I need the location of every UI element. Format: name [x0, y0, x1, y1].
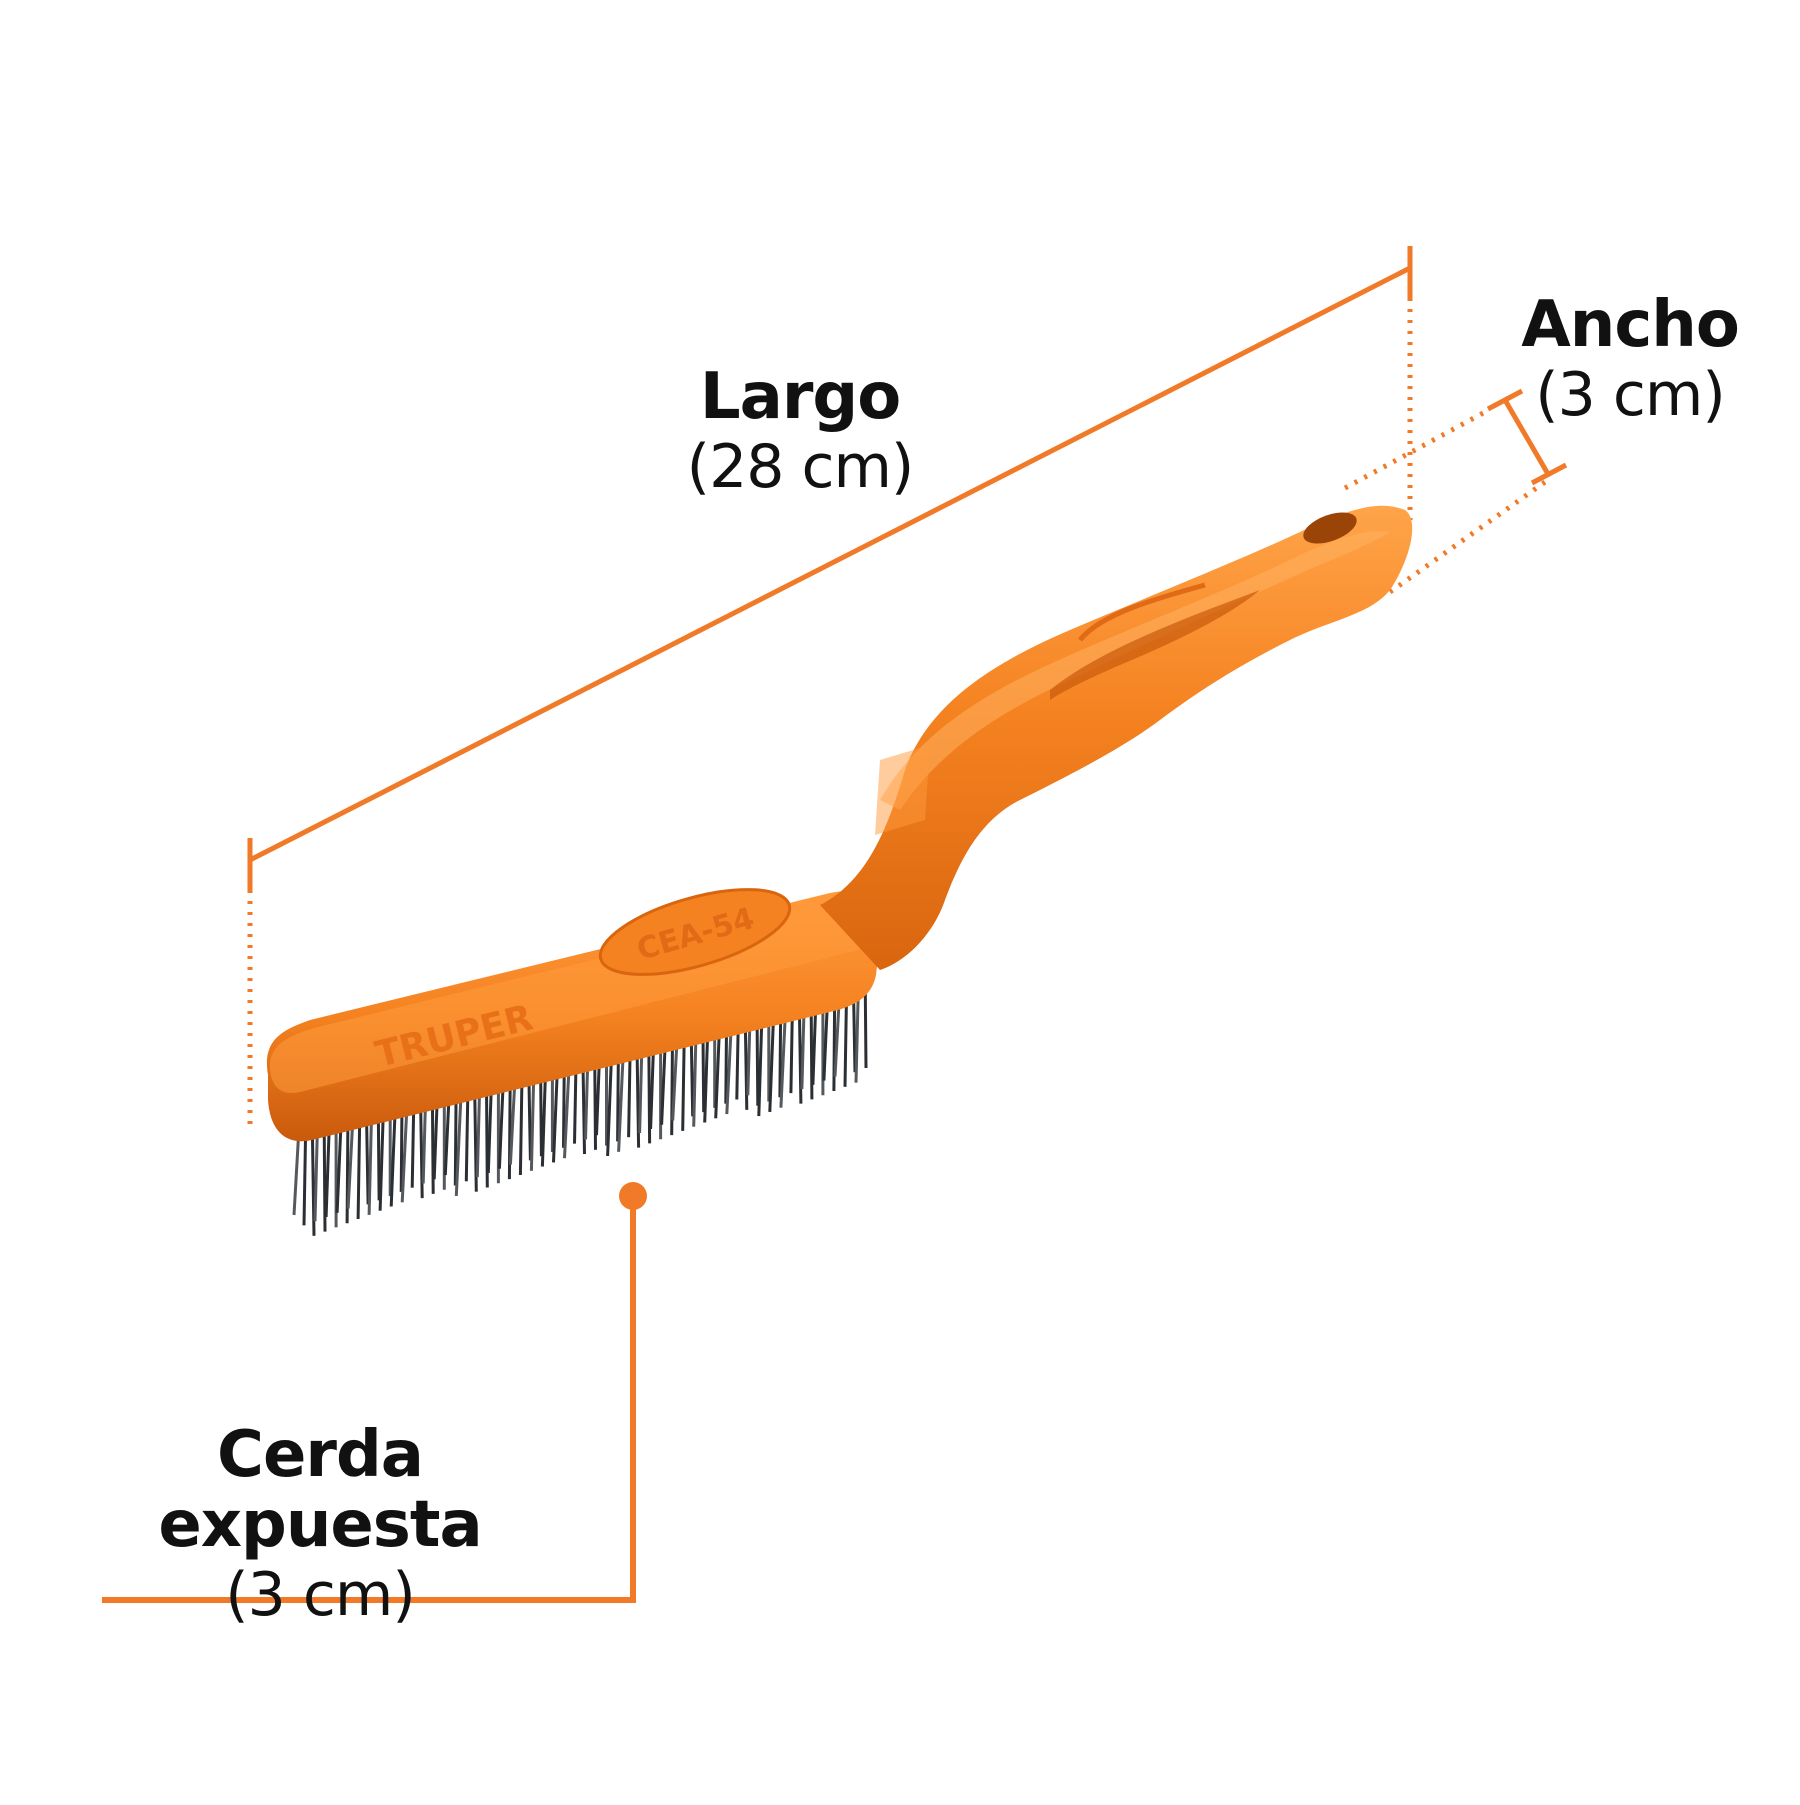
width-extension-bottom — [1388, 479, 1547, 595]
hanging-hole — [1303, 512, 1357, 544]
length-value: (28 cm) — [686, 432, 915, 502]
brush-handle — [820, 505, 1413, 970]
handle-grip-accent — [1078, 582, 1206, 642]
callout-leader-line — [102, 1196, 636, 1603]
length-title: Largo — [699, 360, 901, 434]
length-dimension-line — [247, 246, 1413, 1130]
neck-panel — [875, 745, 930, 835]
width-title: Ancho — [1521, 288, 1740, 362]
bristle-label: Cerda expuesta (3 cm) — [90, 1420, 550, 1630]
bristle-callout — [102, 1182, 647, 1603]
width-extension-top — [1343, 409, 1487, 491]
width-value: (3 cm) — [1535, 360, 1726, 430]
handle-grip-groove — [1050, 590, 1260, 700]
length-label: Largo (28 cm) — [640, 362, 960, 502]
width-tick-bottom — [1530, 462, 1568, 486]
width-label: Ancho (3 cm) — [1500, 290, 1760, 430]
width-tick-top — [1486, 388, 1524, 412]
bristle-value: (3 cm) — [225, 1560, 416, 1630]
length-line — [248, 265, 1412, 863]
wire-brush: CEA-54 TRUPER — [266, 505, 1413, 1236]
model-badge — [598, 888, 792, 976]
width-dimension-line — [1343, 388, 1568, 595]
bristle-title: Cerda expuesta — [158, 1418, 482, 1562]
width-line — [1502, 398, 1551, 476]
